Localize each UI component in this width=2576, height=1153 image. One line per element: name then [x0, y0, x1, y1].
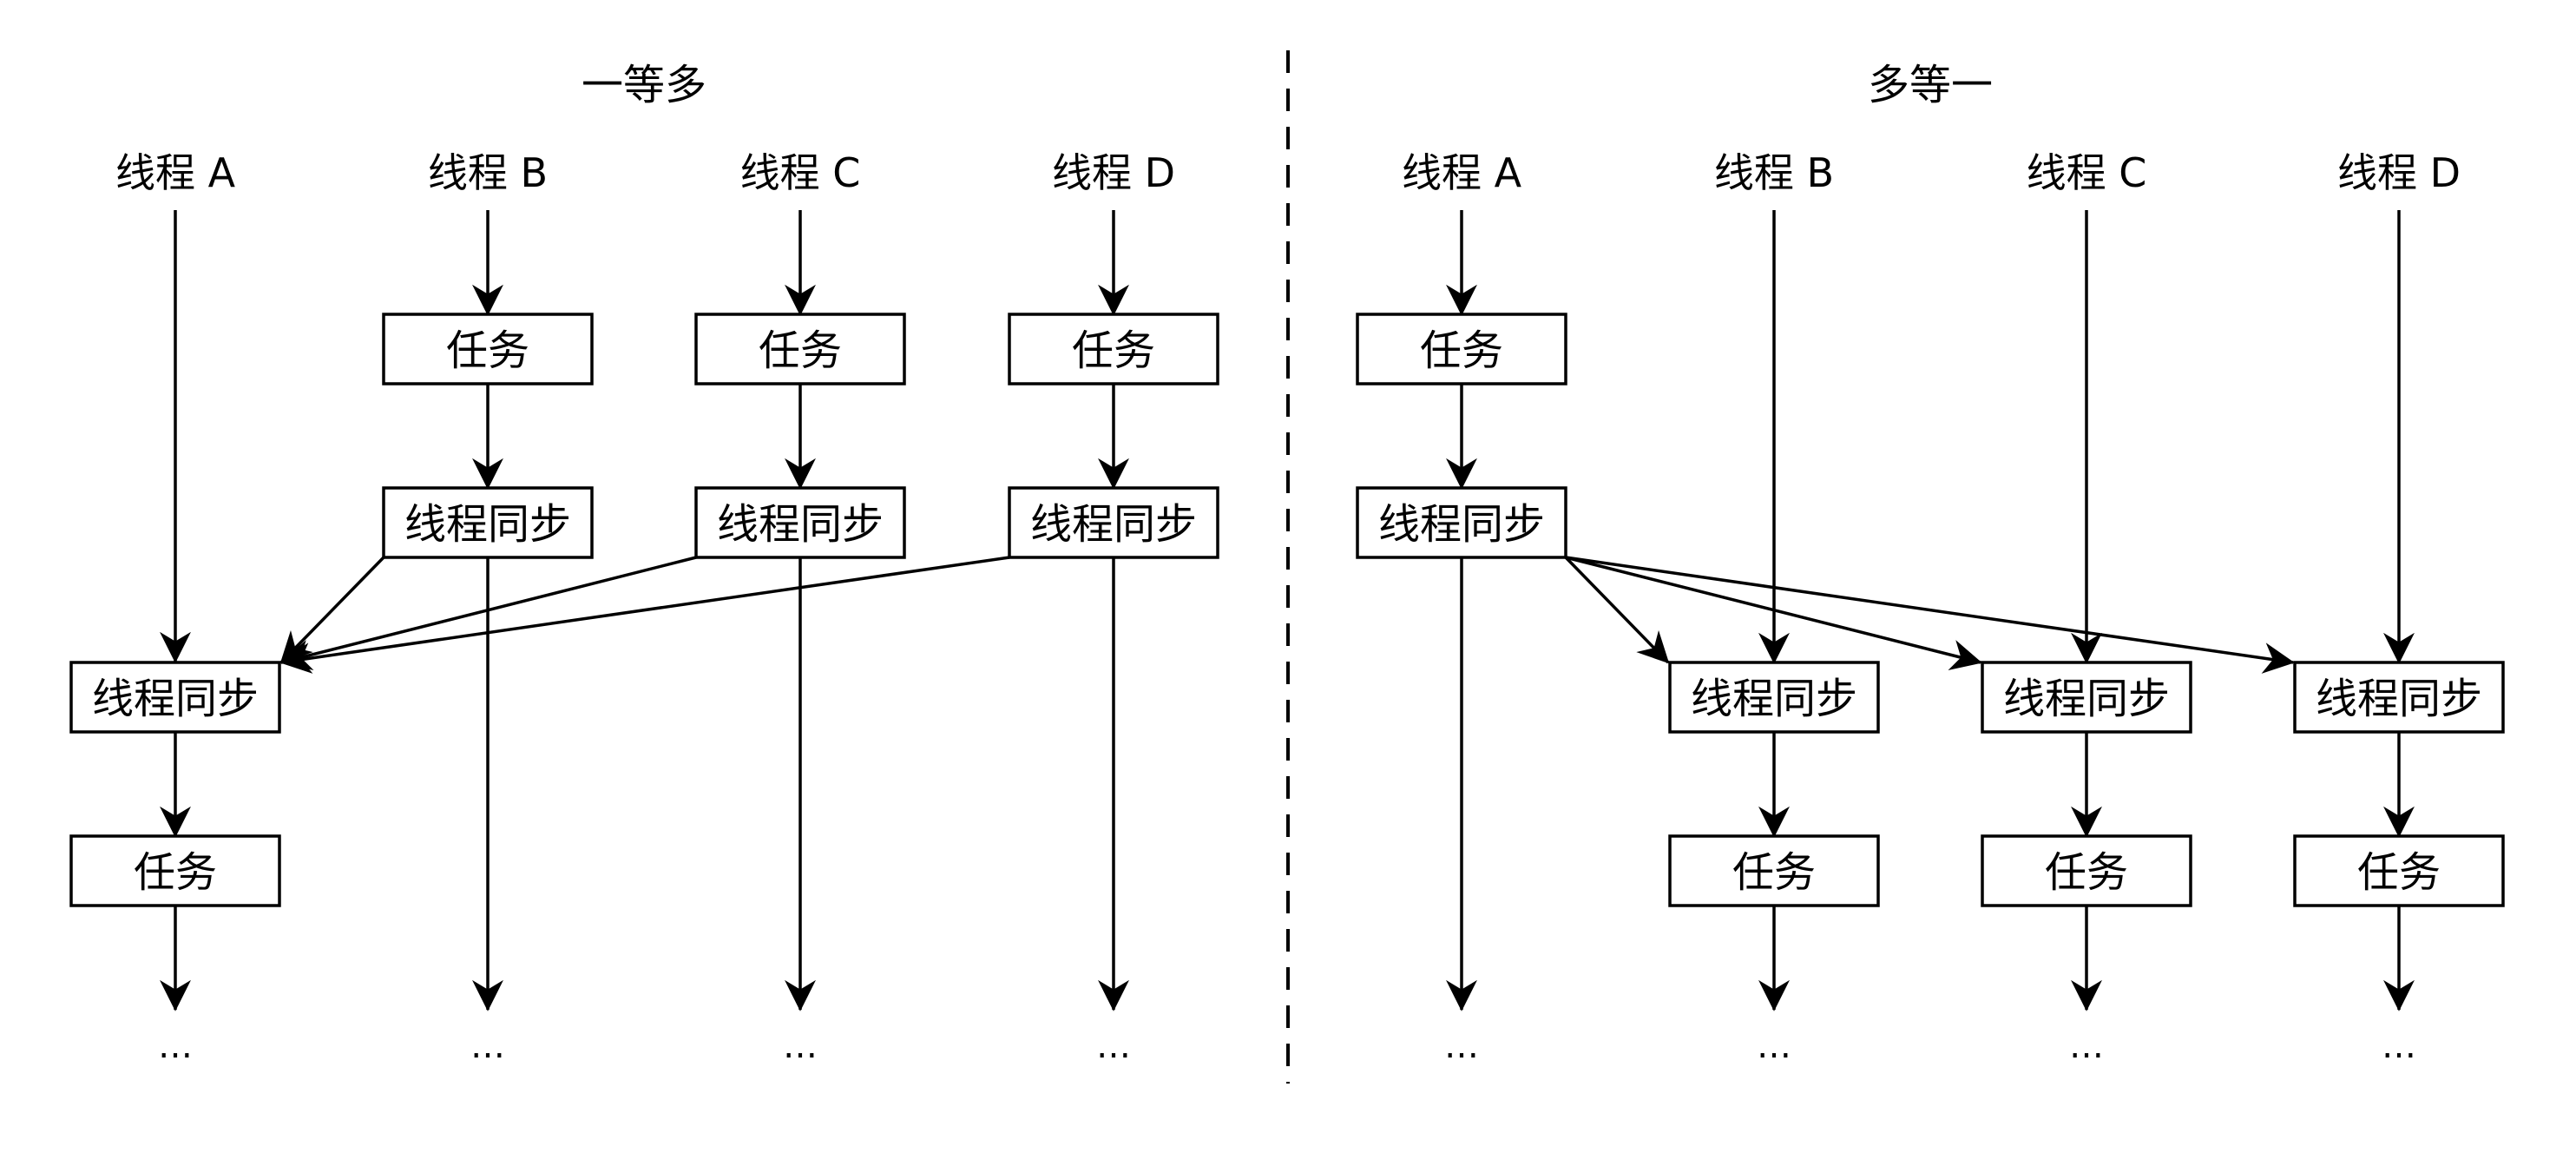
edge-sync-a-to-sync-d — [1565, 556, 2295, 674]
sync-box-c: 线程同步 — [694, 486, 906, 559]
panel-title: 多等一 — [1868, 61, 1993, 109]
sync-box-label: 线程同步 — [2316, 675, 2482, 723]
task-box-label: 任务 — [1420, 326, 1503, 375]
sync-box-a: 线程同步 — [1356, 486, 1567, 559]
task-box-label: 任务 — [2045, 848, 2128, 897]
task-box-label: 任务 — [759, 326, 842, 375]
task-box-c: 任务 — [1981, 834, 2192, 907]
task-box-label: 任务 — [1732, 848, 1816, 897]
edge-sync-c-to-sync-a — [279, 556, 697, 671]
sync-box-a: 线程同步 — [69, 661, 281, 734]
task-box-label: 任务 — [134, 848, 217, 897]
thread-label-c: 线程 C — [740, 149, 861, 196]
thread-label-c: 线程 C — [2027, 149, 2147, 196]
thread-label-b: 线程 B — [1714, 149, 1834, 196]
task-box-label: 任务 — [446, 326, 529, 375]
edge-sync-a-to-sync-b — [1564, 556, 1670, 664]
task-box-label: 任务 — [1072, 326, 1155, 375]
task-box-a: 任务 — [69, 834, 281, 907]
sync-box-label: 线程同步 — [717, 500, 884, 549]
panel-many-wait-one: 多等一 线程 A 线程 B 线程 C 线程 D 任务 线程同步 … 线程同步 任… — [1356, 61, 2505, 1066]
thread-label-a: 线程 A — [1402, 149, 1522, 196]
ellipsis-a: … — [158, 1026, 193, 1066]
task-box-label: 任务 — [2357, 848, 2441, 897]
thread-label-d: 线程 D — [1052, 149, 1175, 196]
ellipsis-d: … — [1096, 1026, 1131, 1066]
thread-label-b: 线程 B — [428, 149, 548, 196]
ellipsis-a: … — [1444, 1026, 1479, 1066]
sync-box-b: 线程同步 — [1668, 661, 1880, 734]
ellipsis-b: … — [470, 1026, 505, 1066]
edge-sync-b-to-sync-a — [279, 556, 385, 664]
edge-sync-d-to-sync-a — [279, 556, 1010, 674]
sync-box-d: 线程同步 — [2293, 661, 2505, 734]
task-box-a: 任务 — [1356, 313, 1567, 385]
ellipsis-b: … — [1757, 1026, 1791, 1066]
sync-box-b: 线程同步 — [382, 486, 594, 559]
edge-sync-a-to-sync-c — [1565, 556, 1982, 671]
task-box-d: 任务 — [1008, 313, 1219, 385]
task-box-d: 任务 — [2293, 834, 2505, 907]
panel-title: 一等多 — [582, 61, 706, 109]
sync-box-label: 线程同步 — [404, 500, 571, 549]
sync-box-c: 线程同步 — [1981, 661, 2192, 734]
sync-box-label: 线程同步 — [2003, 675, 2170, 723]
ellipsis-c: … — [2069, 1026, 2104, 1066]
sync-box-label: 线程同步 — [1378, 500, 1545, 549]
ellipsis-d: … — [2382, 1026, 2416, 1066]
sync-box-label: 线程同步 — [1030, 500, 1197, 549]
thread-label-a: 线程 A — [115, 149, 236, 196]
sync-box-d: 线程同步 — [1008, 486, 1219, 559]
sync-box-label: 线程同步 — [1691, 675, 1857, 723]
task-box-b: 任务 — [382, 313, 594, 385]
task-box-b: 任务 — [1668, 834, 1880, 907]
task-box-c: 任务 — [694, 313, 906, 385]
sync-box-label: 线程同步 — [92, 675, 259, 723]
ellipsis-c: … — [783, 1026, 818, 1066]
panel-one-waits-many: 一等多 线程 A 线程 B 线程 C 线程 D 线程同步 任务 … 任务 线程同… — [69, 61, 1219, 1066]
thread-label-d: 线程 D — [2337, 149, 2461, 196]
